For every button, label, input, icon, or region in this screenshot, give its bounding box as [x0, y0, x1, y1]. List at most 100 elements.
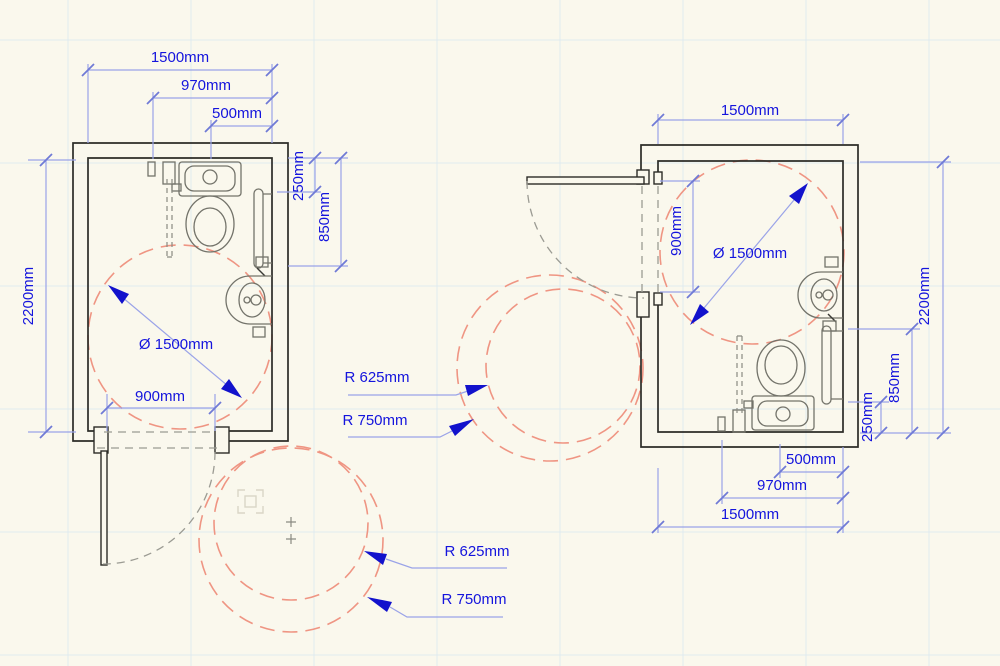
left-rail-pin — [147, 161, 156, 177]
dimension-ticks — [39, 63, 950, 534]
left-dim-top-outer: 1500mm — [151, 49, 209, 66]
right-plan-inner-wall — [657, 160, 844, 433]
right-door-leaf — [526, 176, 645, 185]
left-basin — [225, 256, 272, 338]
right-door-jamb-bottom — [636, 291, 650, 318]
right-basin-bracket-top — [824, 256, 839, 268]
left-dim-right-upper: 250mm — [290, 151, 307, 201]
left-door-swing-arc — [102, 451, 216, 565]
left-basin-bracket-top — [255, 256, 269, 268]
right-grab-rail-mounts — [831, 330, 843, 400]
left-plan-dimensions: 1500mm 970mm 500mm 2200mm 250mm 850mm 90… — [20, 49, 348, 433]
left-basin-tap — [250, 294, 262, 306]
right-dim-top: 1500mm — [721, 102, 779, 119]
right-turning-circle — [659, 159, 845, 345]
left-rail-dashed — [166, 179, 173, 258]
right-basin-tap — [822, 289, 834, 301]
left-basin-bowl — [225, 275, 272, 325]
lower-r625-circle — [213, 445, 369, 601]
right-door-jamb-top2 — [653, 171, 663, 185]
right-dim-bottom-mid: 970mm — [757, 477, 807, 494]
right-dim-height: 2200mm — [916, 267, 933, 325]
door-clearance-upper: R 625mm R 750mm — [342, 274, 644, 462]
left-toilet-flush — [202, 169, 218, 185]
right-basin-inner — [810, 278, 838, 312]
left-dim-top-inner: 500mm — [212, 105, 262, 122]
upper-r750-circle — [456, 274, 644, 462]
door-clearance-lower: R 625mm R 750mm — [198, 445, 510, 633]
left-basin-spout — [243, 296, 251, 304]
right-basin-bowl — [797, 271, 843, 319]
left-toilet-bowl-inner — [193, 207, 227, 247]
left-basin-tick — [256, 267, 266, 277]
selection-grip[interactable] — [237, 489, 264, 514]
right-diameter-arrow-upper — [789, 183, 808, 204]
right-dim-turning-circle: Ø 1500mm — [713, 245, 787, 262]
lower-r750-label: R 750mm — [441, 591, 506, 608]
left-rail-hinge — [162, 161, 176, 185]
right-door-swing-arc — [526, 180, 645, 299]
upper-r625-arrow — [465, 385, 488, 396]
left-folddown-rail — [147, 161, 176, 258]
left-diameter-arrow-upper — [108, 285, 129, 304]
right-plan: 1500mm 900mm Ø 1500mm 2200mm 850mm 250mm… — [526, 102, 951, 533]
left-basin-bracket-bottom — [252, 326, 266, 338]
right-basin-spout — [815, 291, 823, 299]
left-toilet-bowl — [185, 195, 235, 253]
left-dim-door-width: 900mm — [135, 388, 185, 405]
left-plan-outer-wall — [72, 142, 289, 442]
lower-r625-arrow — [364, 551, 387, 565]
right-door-closed-dashed — [641, 186, 659, 292]
right-toilet-handle — [743, 400, 754, 409]
right-grab-rail-bar — [821, 325, 832, 405]
left-door-leaf — [100, 450, 108, 566]
right-grab-rail — [821, 325, 843, 405]
upper-r625-label: R 625mm — [344, 369, 409, 386]
left-dim-top-mid: 970mm — [181, 77, 231, 94]
left-plan-inner-wall — [87, 157, 273, 432]
left-grab-rail-mounts — [263, 193, 272, 264]
right-basin-bracket-bottom — [822, 320, 837, 332]
left-door-closed-dashed — [97, 431, 219, 449]
right-folddown-rail — [717, 335, 746, 433]
left-dim-right-lower: 850mm — [316, 192, 333, 242]
lower-center-marks — [286, 517, 296, 544]
left-plan: 1500mm 970mm 500mm 2200mm 250mm 850mm 90… — [20, 49, 348, 566]
left-grab-rail-bar — [253, 188, 264, 269]
right-plan-dimensions: 1500mm 900mm Ø 1500mm 2200mm 850mm 250mm… — [657, 102, 951, 533]
lower-r750-arrow — [367, 597, 392, 612]
right-dim-right-lower: 250mm — [859, 392, 876, 442]
left-door-jamb-left — [93, 426, 109, 454]
left-toilet-cistern-inner — [184, 165, 236, 192]
right-dim-right-mid: 850mm — [886, 353, 903, 403]
right-toilet-flush — [775, 406, 791, 422]
right-dim-door-width: 900mm — [668, 206, 685, 256]
upper-r625-circle — [485, 288, 641, 444]
left-basin-inner — [238, 282, 266, 318]
right-dim-bottom-inner: 500mm — [786, 451, 836, 468]
left-dim-turning-circle: Ø 1500mm — [139, 336, 213, 353]
lower-r625-label: R 625mm — [444, 543, 509, 560]
left-toilet-handle — [171, 183, 182, 192]
right-rail-pin — [717, 416, 726, 432]
right-diameter-arrow-lower — [690, 304, 709, 325]
right-toilet — [743, 339, 815, 431]
left-diameter-arrow-lower — [221, 379, 242, 398]
right-toilet-bowl-inner — [764, 345, 798, 385]
left-toilet — [171, 161, 242, 253]
right-door-jamb-bottom2 — [653, 292, 663, 306]
right-toilet-bowl — [756, 339, 806, 397]
lower-r750-circle — [198, 447, 384, 633]
right-toilet-cistern-inner — [757, 400, 809, 427]
right-rail-dashed — [736, 335, 743, 414]
left-grab-rail — [253, 188, 272, 269]
upper-r750-label: R 750mm — [342, 412, 407, 429]
left-dim-height: 2200mm — [20, 267, 37, 325]
right-rail-hinge — [732, 409, 746, 433]
upper-r750-arrow — [449, 419, 474, 436]
right-plan-outer-wall — [640, 144, 859, 448]
left-door-jamb-right — [214, 426, 230, 454]
